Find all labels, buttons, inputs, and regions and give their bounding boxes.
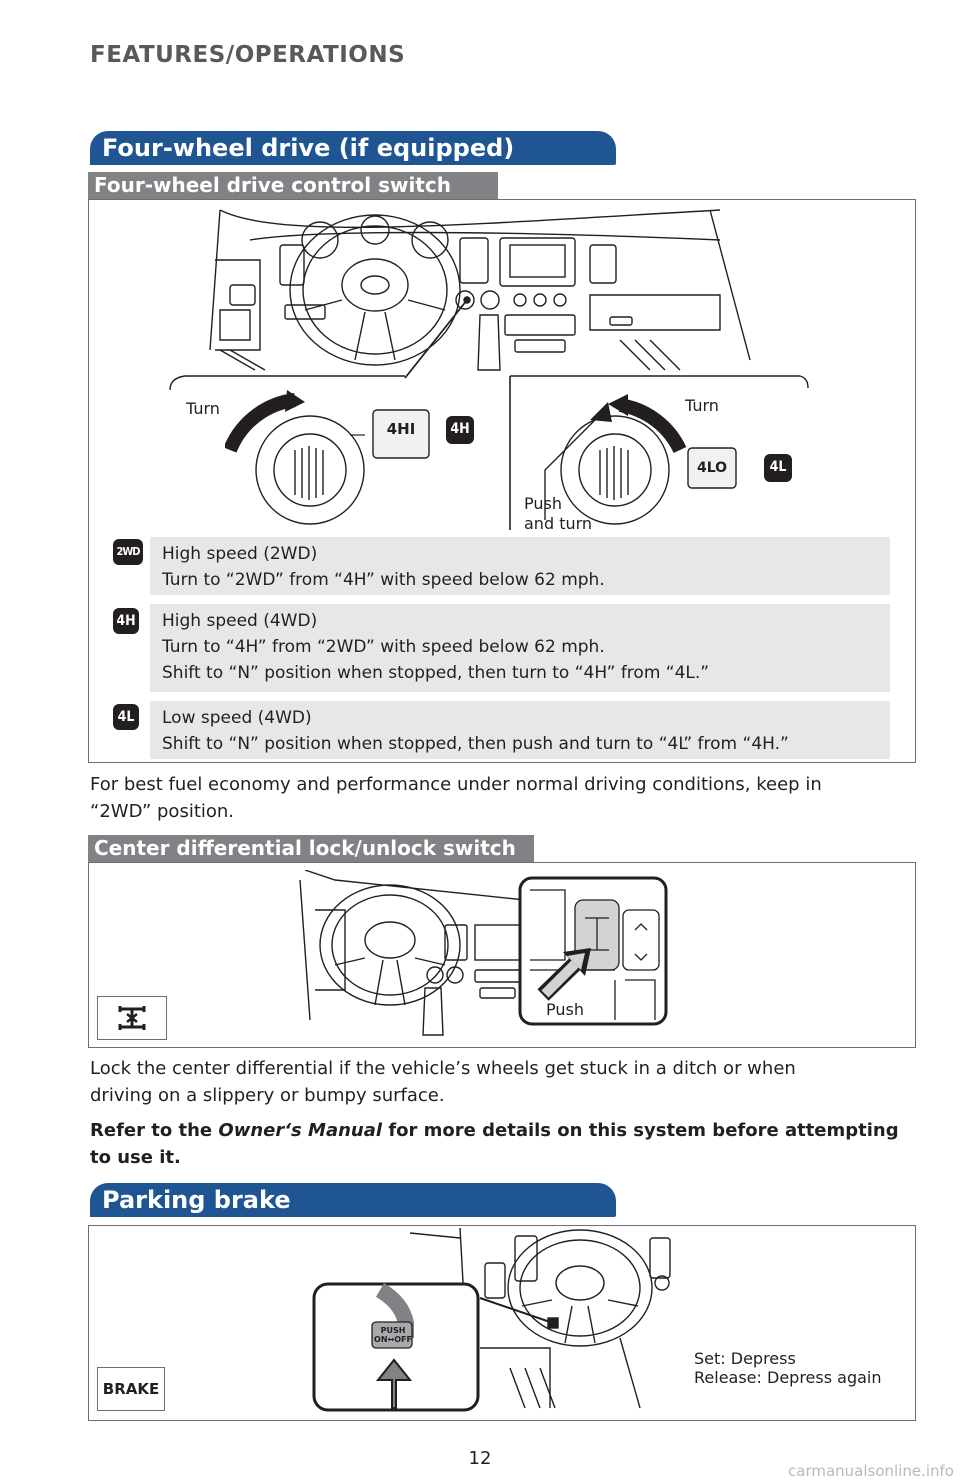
- center-diff-lock-icon: [97, 996, 167, 1040]
- center-diff-note-line2: driving on a slippery or bumpy surface.: [90, 1085, 445, 1106]
- center-diff-note-line1: Lock the center differential if the vehi…: [90, 1058, 796, 1079]
- refer-manual-line2: to use it.: [90, 1147, 181, 1168]
- set-label: Set: Depress: [694, 1349, 796, 1368]
- push-label-line2: and turn: [524, 514, 593, 533]
- center-diff-subtitle: Center differential lock/unlock switch: [88, 835, 534, 862]
- pedal-label-line2: ON↔OFF: [374, 1335, 412, 1344]
- fuel-note-line2: “2WD” position.: [90, 801, 235, 822]
- indicator-4lo: 4LO: [696, 460, 728, 476]
- parking-brake-banner: Parking brake: [90, 1183, 616, 1217]
- center-diff-push-label: Push: [546, 1000, 584, 1019]
- left-turn-label: Turn: [186, 399, 220, 418]
- center-diff-panel: [88, 862, 916, 1048]
- parking-brake-panel: [88, 1225, 916, 1421]
- mode-4h-title: High speed (4WD): [162, 611, 318, 631]
- control-switch-subtitle: Four-wheel drive control switch: [88, 172, 498, 199]
- badge-2wd: 2WD: [113, 539, 143, 565]
- badge-4h-dial: 4H: [446, 416, 474, 444]
- release-label: Release: Depress again: [694, 1368, 882, 1387]
- indicator-4hi: 4HI: [386, 420, 416, 438]
- right-dial-illustration: [544, 394, 737, 525]
- mode-4h-desc: Turn to “4H” from “2WD” with speed below…: [162, 637, 605, 657]
- watermark: carmanualsonline.info: [788, 1462, 954, 1480]
- page-number: 12: [468, 1448, 492, 1469]
- badge-4h: 4H: [113, 608, 139, 634]
- badge-4l-dial: 4L: [764, 454, 792, 482]
- mode-row-4h: High speed (4WD) Turn to “4H” from “2WD”…: [150, 604, 890, 692]
- mode-2wd-title: High speed (2WD): [162, 544, 318, 564]
- fuel-note-line1: For best fuel economy and performance un…: [90, 774, 822, 795]
- right-turn-label: Turn: [685, 396, 719, 415]
- dashboard-4wd-illustration: [169, 209, 809, 530]
- refer-prefix: Refer to the: [90, 1120, 219, 1141]
- refer-manual-title: Owner‘s Manual: [218, 1120, 383, 1141]
- mode-row-4l: Low speed (4WD) Shift to “N” position wh…: [150, 701, 890, 759]
- pedal-label-line1: PUSH: [380, 1326, 406, 1335]
- pedal-label: PUSH ON↔OFF: [373, 1326, 413, 1344]
- mode-row-2wd: High speed (2WD) Turn to “2WD” from “4H”…: [150, 537, 890, 595]
- left-dial-illustration: [225, 390, 430, 525]
- brake-icon: BRAKE: [97, 1367, 165, 1411]
- badge-4l: 4L: [113, 704, 139, 730]
- center-diff-illustration: [299, 870, 668, 1036]
- refer-manual-line1: Refer to the Owner‘s Manual for more det…: [90, 1117, 899, 1144]
- section-title: FEATURES/OPERATIONS: [90, 42, 406, 68]
- push-label-line1: Push: [524, 494, 562, 513]
- brake-icon-label: BRAKE: [102, 1380, 160, 1398]
- parking-brake-illustration: [312, 1228, 671, 1412]
- mode-4l-desc: Shift to “N” position when stopped, then…: [162, 734, 789, 754]
- refer-suffix: for more details on this system before a…: [382, 1120, 899, 1141]
- four-wheel-drive-banner: Four-wheel drive (if equipped): [90, 131, 616, 165]
- mode-4h-desc-2: Shift to “N” position when stopped, then…: [162, 663, 710, 683]
- mode-4l-title: Low speed (4WD): [162, 708, 312, 728]
- mode-2wd-desc: Turn to “2WD” from “4H” with speed below…: [162, 570, 605, 590]
